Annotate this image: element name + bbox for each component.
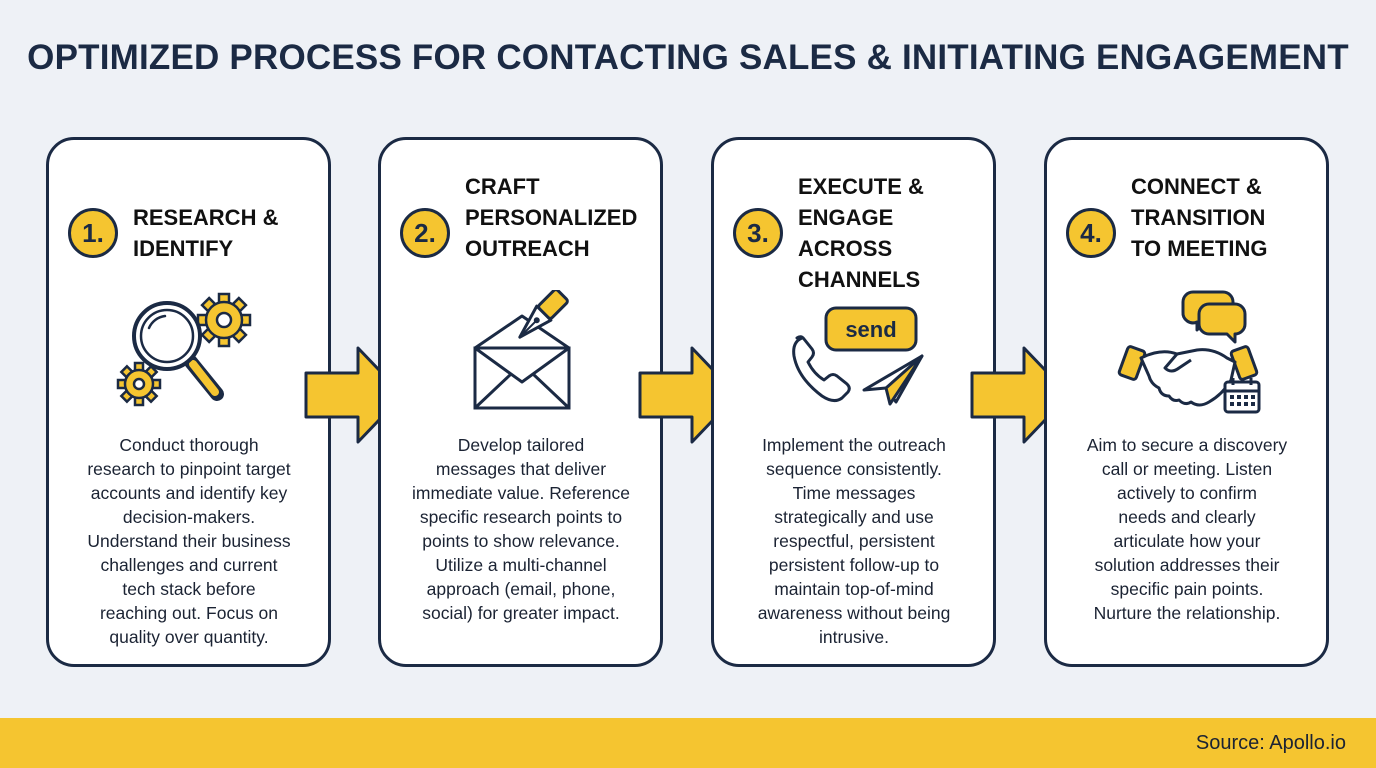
step-number-badge: 3. [733,208,783,258]
send-label: send [845,317,896,342]
phone-send-icon: send [792,306,924,406]
footer-bar: Source: Apollo.io [0,718,1376,768]
step-number-badge: 4. [1066,208,1116,258]
step-title: EXECUTE & ENGAGE ACROSS CHANNELS [798,174,924,292]
envelope-pen-icon [473,290,571,410]
step-description: Conduct thorough research to pinpoint ta… [87,435,291,647]
magnifier-gears-icon [116,292,252,407]
step-description: Implement the outreach sequence consiste… [757,435,951,647]
step-card-2: 2. CRAFT PERSONALIZED OUTREACH Develop t… [378,137,663,667]
handshake-chat-calendar-icon [1117,290,1261,414]
step-card-1: 1. RESEARCH & IDENTIFY [46,137,331,667]
step-title: CRAFT PERSONALIZED OUTREACH [465,174,638,261]
step-number-badge: 2. [400,208,450,258]
step-card-3: 3. EXECUTE & ENGAGE ACROSS CHANNELS send… [711,137,996,667]
page-title: OPTIMIZED PROCESS FOR CONTACTING SALES &… [27,38,1349,77]
step-description: Develop tailored messages that deliver i… [412,435,630,623]
step-title: RESEARCH & IDENTIFY [133,205,279,261]
step-title: CONNECT & TRANSITION TO MEETING [1131,174,1268,261]
step-card-4: 4. CONNECT & TRANSITION TO MEETING Aim t… [1044,137,1329,667]
step-description: Aim to secure a discovery call or meetin… [1086,435,1288,623]
source-credit: Source: Apollo.io [1195,732,1346,754]
step-number-badge: 1. [68,208,118,258]
